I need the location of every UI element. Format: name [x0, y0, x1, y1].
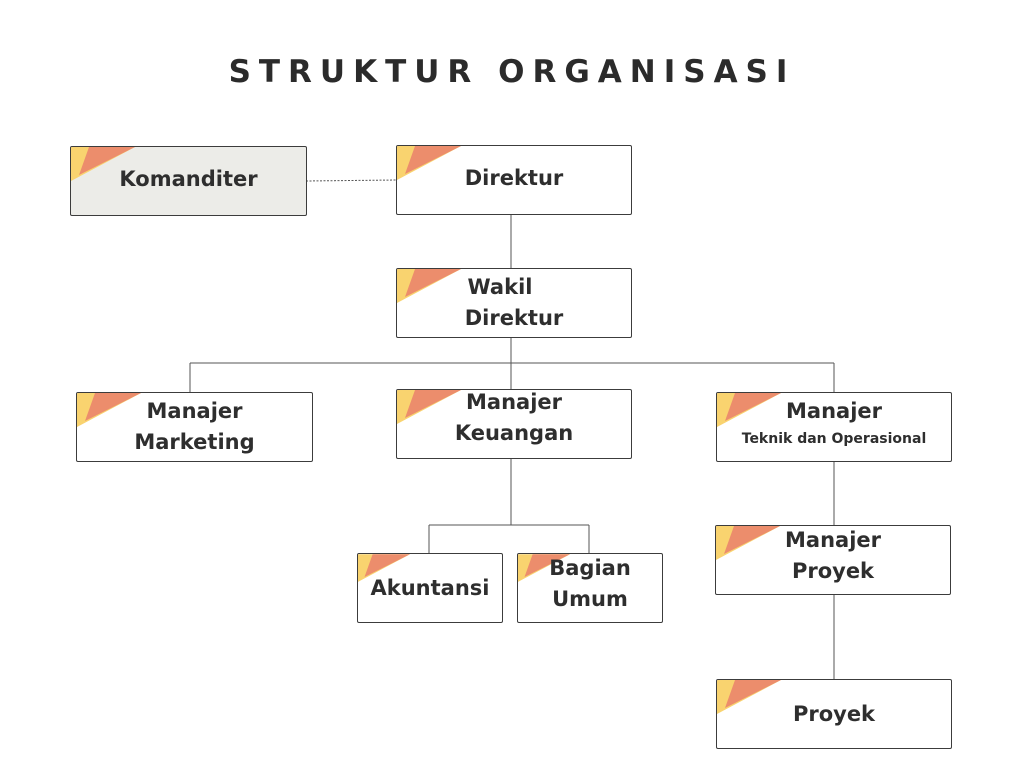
node-proyek: Proyek: [716, 679, 952, 749]
node-label-line-2: Teknik dan Operasional: [741, 430, 927, 447]
corner-ribbon-icon: [716, 526, 780, 560]
node-manajer-marketing: Manajer Marketing: [76, 392, 313, 462]
node-label-line-1: Manajer: [786, 398, 882, 423]
page-title: STRUKTUR ORGANISASI: [228, 54, 796, 90]
node-label-line-1: Manajer: [785, 528, 881, 552]
corner-ribbon-icon: [397, 390, 461, 424]
node-label-line-2: Marketing: [134, 430, 255, 454]
node-label: Proyek: [792, 701, 876, 726]
node-manajer-teknik: Manajer Teknik dan Operasional: [716, 392, 952, 462]
node-label-line-1: Manajer: [146, 399, 243, 423]
node-label-line-2: Direktur: [464, 306, 564, 330]
node-label-line-1: Wakil: [467, 275, 533, 299]
node-wakil-direktur: Wakil Direktur: [396, 268, 632, 338]
corner-ribbon-icon: [518, 554, 570, 582]
node-bagian-umum: Bagian Umum: [517, 553, 663, 623]
corner-ribbon-icon: [717, 393, 781, 427]
node-label-line-1: Bagian: [549, 556, 631, 580]
node-label-line-2: Keuangan: [454, 421, 574, 445]
node-label-line-2: Proyek: [791, 559, 875, 583]
corner-ribbon-icon: [358, 554, 410, 582]
node-manajer-keuangan: Manajer Keuangan: [396, 389, 632, 459]
corner-ribbon-icon: [71, 147, 135, 181]
corner-ribbon-icon: [397, 146, 461, 180]
node-label: Komanditer: [119, 166, 258, 191]
node-label: Direktur: [464, 165, 564, 190]
connector-komanditer-direktur: [305, 179, 397, 182]
node-komanditer: Komanditer: [70, 146, 307, 216]
node-label-line-1: Manajer: [466, 390, 562, 414]
node-akuntansi: Akuntansi: [357, 553, 503, 623]
node-direktur: Direktur: [396, 145, 632, 215]
node-manajer-proyek: Manajer Proyek: [715, 525, 951, 595]
corner-ribbon-icon: [717, 680, 781, 714]
corner-ribbon-icon: [77, 393, 141, 427]
corner-ribbon-icon: [397, 269, 461, 303]
node-label: Akuntansi: [370, 575, 490, 600]
node-label-line-2: Umum: [552, 587, 628, 611]
